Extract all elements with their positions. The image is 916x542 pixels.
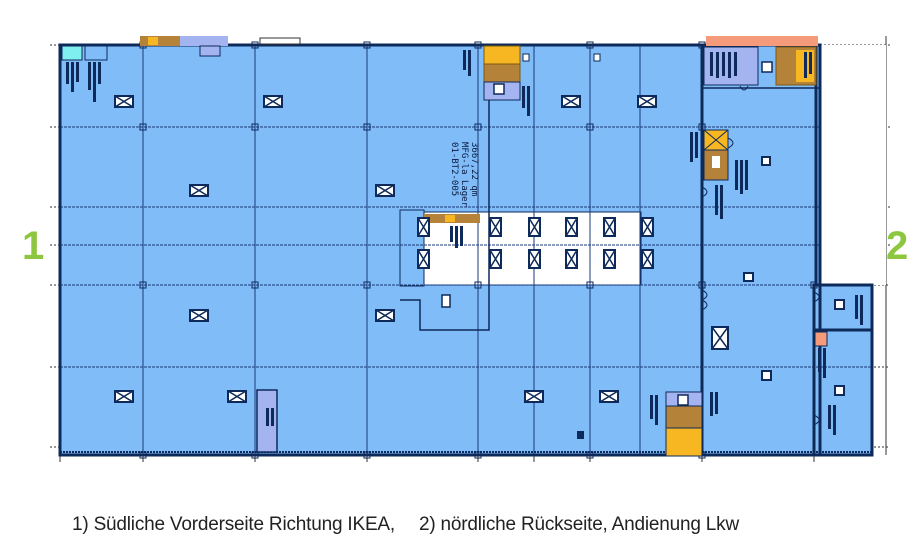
structural-grid xyxy=(60,126,872,368)
right-wing-floor xyxy=(814,285,872,455)
caption: 1) Südliche Vorderseite Richtung IKEA, 2)… xyxy=(72,514,739,536)
room-area-label: 3667,22 qm xyxy=(469,142,479,196)
outer-wall xyxy=(58,43,822,457)
floor-plan: 01-BT2-005 MFG-la Lager 3667,22 qm xyxy=(50,36,890,462)
stairwell-top-center xyxy=(483,45,521,65)
skylight-markers xyxy=(114,95,729,403)
caption-south: 1) Südliche Vorderseite Richtung IKEA, xyxy=(72,514,395,535)
orientation-marker-1: 1 xyxy=(22,224,45,268)
orientation-marker-2: 2 xyxy=(886,224,909,268)
salmon-room-top-right xyxy=(706,36,818,46)
room-name-label: MFG-la Lager xyxy=(459,142,469,208)
caption-north: 2) nördliche Rückseite, Andienung Lkw xyxy=(418,514,740,535)
small-room-cyan xyxy=(61,45,83,61)
room-id-label: 01-BT2-005 xyxy=(449,142,459,196)
grid-extension-right xyxy=(50,44,890,448)
stair-top-left xyxy=(140,36,180,46)
